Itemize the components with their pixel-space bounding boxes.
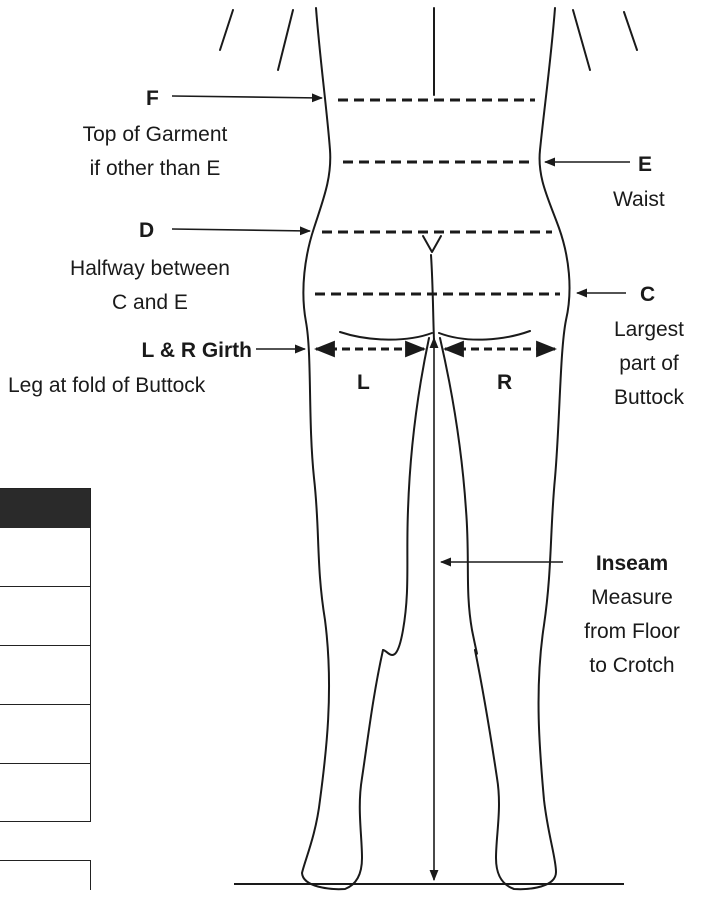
arrow-F [172, 96, 322, 98]
label-girth-desc: Leg at fold of Buttock [8, 373, 205, 398]
label-D-letter: D [139, 218, 154, 243]
measurement-lines [315, 100, 560, 349]
table-row [0, 646, 90, 705]
body-outline [220, 8, 637, 889]
label-inseam-line1: Measure [566, 585, 698, 610]
label-girth-L: L [357, 370, 370, 395]
measurement-table-fragment [0, 488, 91, 822]
label-E-letter: E [638, 152, 652, 177]
label-C-letter: C [640, 282, 655, 307]
label-C-line3: Buttock [591, 385, 703, 410]
label-E-desc: Waist [613, 187, 665, 212]
leader-arrows [172, 96, 630, 880]
table-row [0, 587, 90, 646]
arrow-D [172, 229, 310, 231]
label-D-line1: Halfway between [30, 256, 270, 281]
label-inseam-line3: to Crotch [566, 653, 698, 678]
label-F-letter: F [146, 86, 159, 111]
table-row [0, 705, 90, 764]
label-D-line2: C and E [30, 290, 270, 315]
second-table-fragment [0, 860, 91, 890]
label-inseam-title: Inseam [566, 551, 698, 576]
label-girth-title: L & R Girth [20, 338, 252, 363]
label-girth-R: R [497, 370, 512, 395]
label-inseam-line2: from Floor [566, 619, 698, 644]
table-header [0, 489, 90, 528]
table-row [0, 528, 90, 587]
label-F-line1: Top of Garment [40, 122, 270, 147]
label-F-line2: if other than E [40, 156, 270, 181]
label-C-line2: part of [591, 351, 703, 376]
label-C-line1: Largest [591, 317, 703, 342]
